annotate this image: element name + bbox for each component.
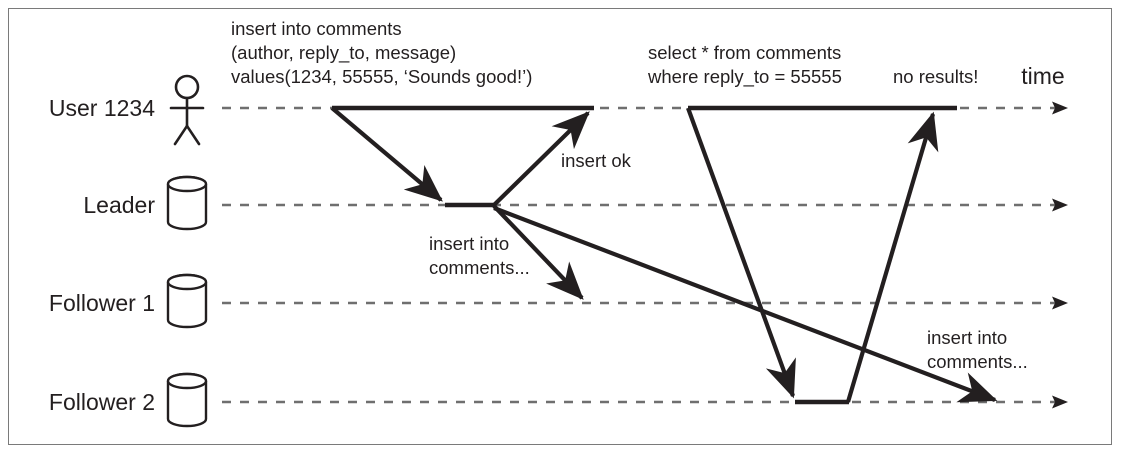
stick-figure-icon	[169, 74, 205, 146]
select-sql-line-2: where reply_to = 55555	[647, 66, 842, 88]
lane-leader: Leader	[83, 175, 1068, 231]
lane-label-follower1: Follower 1	[49, 290, 155, 316]
database-cylinder-icon-follower2	[166, 372, 208, 428]
label-replicate-far: insert into comments...	[927, 327, 1028, 372]
message-arrow-insert-request	[330, 106, 443, 202]
lifeline-follower1-arrowhead	[1052, 296, 1068, 310]
lane-follower2: Follower 2	[49, 372, 1068, 428]
insert-sql-line-3: values(1234, 55555, ‘Sounds good!’)	[231, 66, 532, 87]
message-arrow-replicate-follower1	[492, 204, 584, 300]
lifeline-leader-arrowhead	[1052, 198, 1068, 212]
replicate-far-line-1: insert into	[927, 327, 1007, 348]
replicate-near-line-1: insert into	[429, 233, 509, 254]
lane-user: User 1234	[49, 74, 1068, 146]
replicate-near-line-2: comments...	[429, 257, 530, 278]
message-arrow-replicate-follower2	[493, 206, 998, 403]
time-axis-label: time	[1021, 63, 1064, 89]
insert-sql-line-1: insert into comments	[231, 18, 402, 39]
insert-sql-line-2: (author, reply_to, message)	[231, 42, 456, 64]
label-insert-sql: insert into comments (author, reply_to, …	[231, 18, 532, 87]
message-arrow-no-results	[845, 111, 939, 403]
lane-label-follower2: Follower 2	[49, 389, 155, 415]
lane-follower1: Follower 1	[49, 273, 1068, 329]
lane-label-leader: Leader	[83, 192, 155, 218]
lifeline-user-arrowhead	[1052, 101, 1068, 115]
lifeline-follower2-arrowhead	[1052, 395, 1068, 409]
message-arrow-insert-ok	[492, 111, 590, 207]
label-select-sql: select * from comments where reply_to = …	[647, 42, 842, 88]
label-no-results: no results!	[893, 66, 978, 87]
lane-label-user: User 1234	[49, 95, 155, 121]
label-replicate-near: insert into comments...	[429, 233, 530, 278]
database-cylinder-icon-leader	[166, 175, 208, 231]
replicate-far-line-2: comments...	[927, 351, 1028, 372]
label-insert-ok: insert ok	[561, 150, 632, 171]
message-arrow-select-query	[686, 107, 796, 399]
database-cylinder-icon-follower1	[166, 273, 208, 329]
select-sql-line-1: select * from comments	[648, 42, 841, 63]
